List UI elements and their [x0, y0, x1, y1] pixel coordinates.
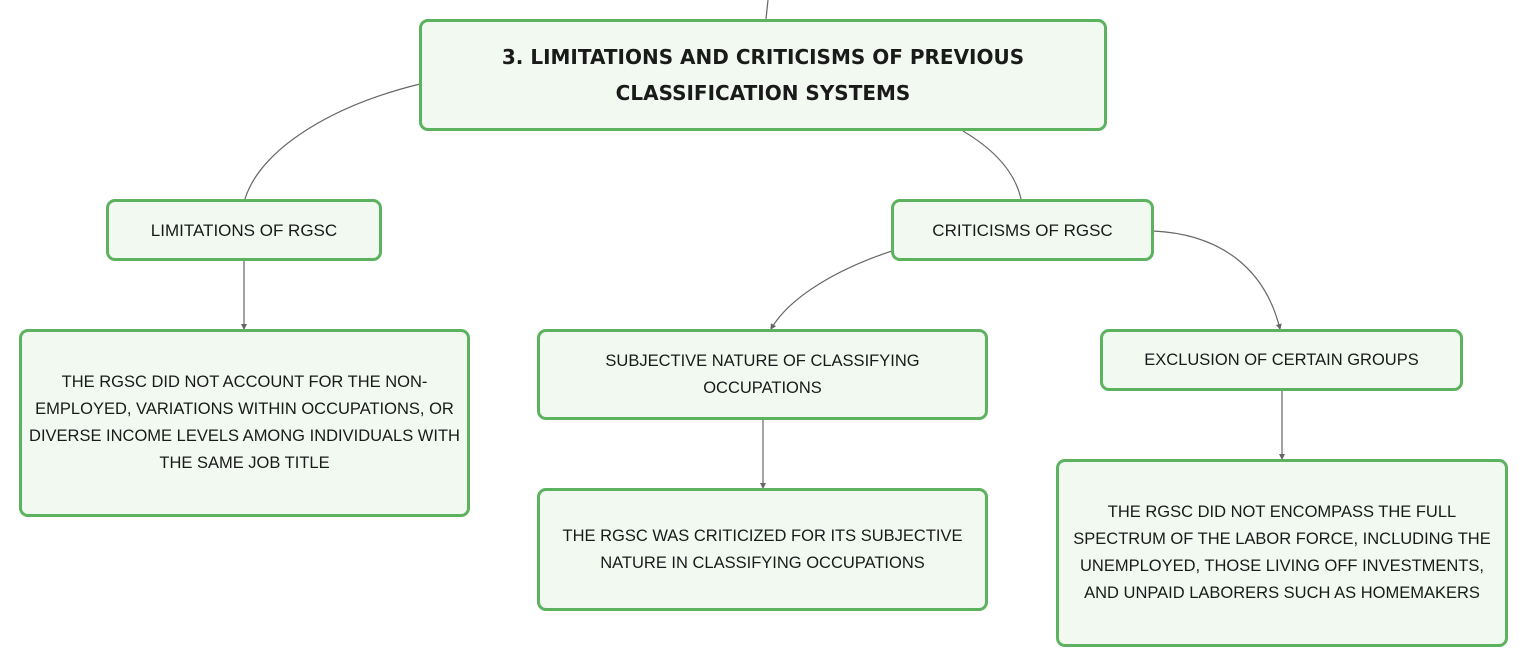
subjective-nature-label: SUBJECTIVE NATURE OF CLASSIFYING OCCUPAT…	[605, 351, 920, 397]
connector-root-to-criticisms	[962, 130, 1022, 200]
limitations-node[interactable]: LIMITATIONS OF RGSC	[106, 199, 382, 261]
exclusion-node[interactable]: EXCLUSION OF CERTAIN GROUPS	[1100, 329, 1463, 391]
exclusion-detail-node[interactable]: THE RGSC DID NOT ENCOMPASS THE FULL SPEC…	[1056, 459, 1508, 647]
subjective-nature-node[interactable]: SUBJECTIVE NATURE OF CLASSIFYING OCCUPAT…	[537, 329, 988, 420]
limitations-detail-node[interactable]: THE RGSC DID NOT ACCOUNT FOR THE NON-EMP…	[19, 329, 470, 517]
subjective-nature-detail-text: THE RGSC WAS CRITICIZED FOR ITS SUBJECTI…	[562, 526, 963, 572]
connector-criticisms-to-subjective	[770, 250, 893, 330]
criticisms-label: CRITICISMS OF RGSC	[932, 220, 1113, 240]
exclusion-detail-text: THE RGSC DID NOT ENCOMPASS THE FULL SPEC…	[1073, 503, 1491, 602]
root-topic-node[interactable]: 3. LIMITATIONS AND CRITICISMS OF PREVIOU…	[419, 19, 1107, 131]
connector-root-to-limitations	[244, 83, 421, 200]
limitations-detail-text: THE RGSC DID NOT ACCOUNT FOR THE NON-EMP…	[29, 373, 460, 472]
subjective-nature-detail-node[interactable]: THE RGSC WAS CRITICIZED FOR ITS SUBJECTI…	[537, 488, 988, 611]
exclusion-label: EXCLUSION OF CERTAIN GROUPS	[1144, 350, 1419, 369]
root-topic-title: 3. LIMITATIONS AND CRITICISMS OF PREVIOU…	[501, 45, 1025, 105]
criticisms-node[interactable]: CRITICISMS OF RGSC	[891, 199, 1154, 261]
limitations-label: LIMITATIONS OF RGSC	[150, 220, 338, 240]
connector-parent-to-root	[765, 0, 769, 20]
connector-criticisms-to-exclusion	[1152, 230, 1282, 330]
